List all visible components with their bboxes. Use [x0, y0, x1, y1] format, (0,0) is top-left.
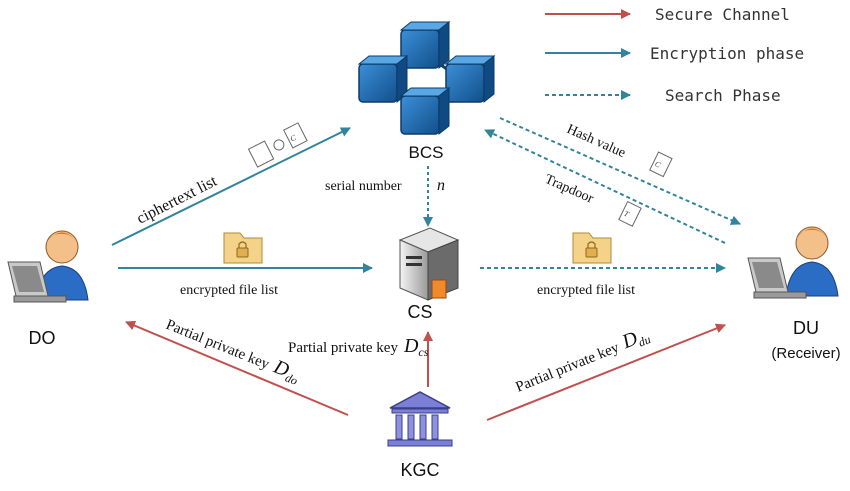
block-cube: [358, 63, 398, 103]
document-icon: C: [247, 122, 308, 168]
trapdoor-label: Trapdoor: [542, 172, 596, 207]
encrypted-file-list-left: encrypted file list: [180, 283, 278, 298]
arrow-du-to-bcs-trapdoor: [484, 129, 726, 244]
bank-icon: [387, 391, 453, 447]
do-label: DO: [29, 328, 56, 348]
cs-label: CS: [407, 302, 432, 322]
kgc-label: KGC: [400, 460, 439, 480]
arrow-kgc-to-du: [486, 323, 726, 421]
block-cube: [445, 63, 485, 103]
legend: Secure Channel Encryption phase Search P…: [545, 5, 804, 105]
block-cube: [400, 95, 440, 135]
ppk-du-label: Partial private keyDdu: [512, 323, 653, 399]
lock-folder-icon: [223, 232, 263, 264]
arrow-bcs-to-du-hash: [499, 117, 741, 225]
legend-encryption-label: Encryption phase: [650, 44, 804, 63]
lock-folder-icon: [572, 232, 612, 264]
svg-text:T: T: [622, 209, 630, 219]
serial-number-label: serial number: [325, 179, 402, 194]
serial-number-symbol: n: [437, 177, 445, 194]
blockchain-icon: [357, 20, 496, 136]
du-user-icon: [747, 226, 839, 299]
ppk-do-label: Partial private keyDdo: [162, 312, 303, 388]
legend-search-label: Search Phase: [665, 86, 781, 105]
server-tag: [431, 279, 447, 299]
du-label: DU: [793, 318, 819, 338]
encrypted-file-list-right: encrypted file list: [537, 283, 635, 298]
du-sublabel: (Receiver): [771, 345, 840, 362]
document-icon: T: [618, 200, 642, 227]
do-user-icon: [7, 230, 89, 303]
legend-secure-label: Secure Channel: [655, 5, 790, 24]
bcs-label: BCS: [409, 143, 444, 162]
document-icon: C: [649, 151, 673, 178]
svg-text:C: C: [653, 159, 662, 170]
ciphertext-list-label: ciphertext list: [134, 172, 220, 227]
arrow-kgc-to-do: [125, 320, 349, 416]
svg-text:C: C: [289, 133, 298, 144]
arrow-do-to-bcs: [111, 127, 351, 246]
server-icon: [398, 227, 460, 301]
hash-value-label: Hash value: [564, 122, 627, 161]
